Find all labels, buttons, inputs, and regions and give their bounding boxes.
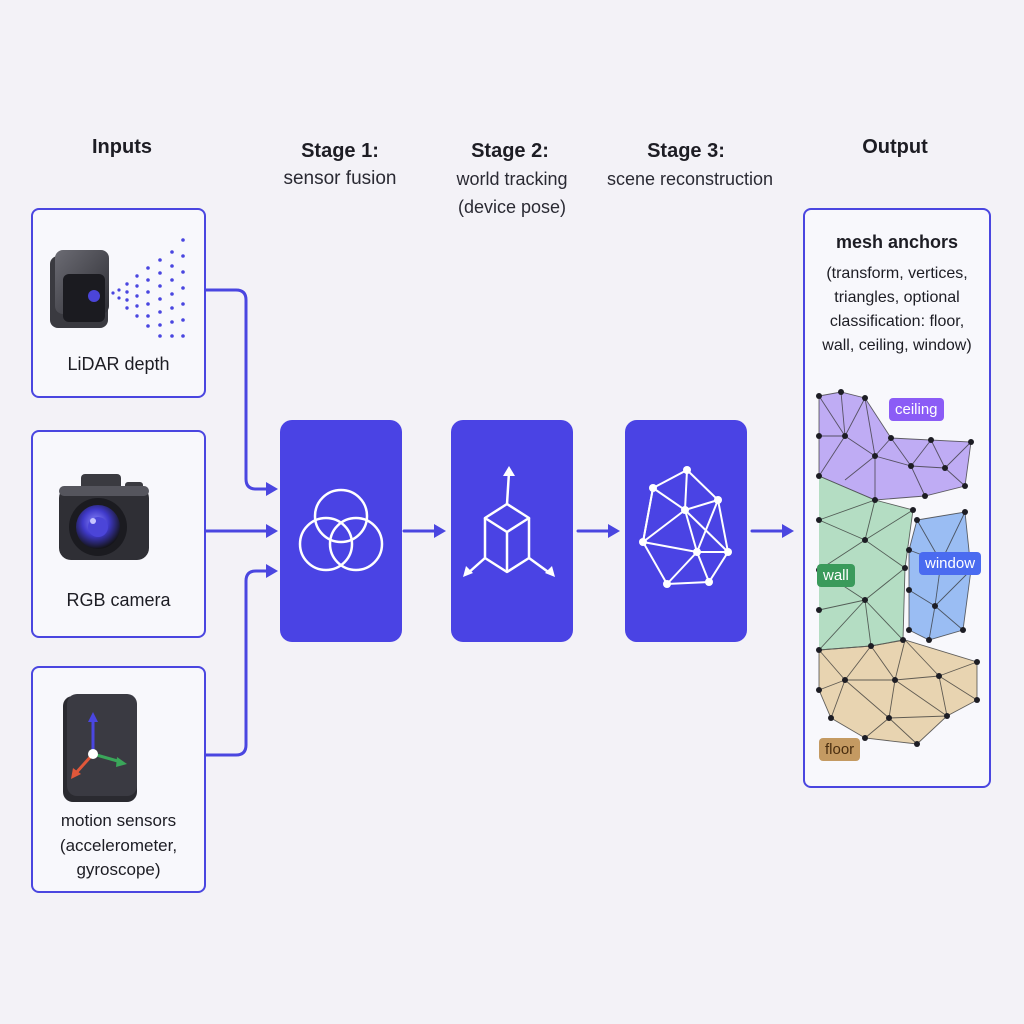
floor-tag: floor (819, 738, 861, 761)
stage3-header: Stage 3: (647, 140, 725, 162)
motion-sensors-label-line1: motion sensors (60, 811, 177, 830)
cube-axes-icon (463, 466, 555, 577)
output-desc-line2: triangles, optional (834, 289, 960, 306)
stage3-scene-reconstruction-box (625, 420, 747, 642)
stage2-subtitle: world tracking (456, 169, 568, 189)
stage3-subtitle: scene reconstruction (606, 169, 774, 189)
stage1-sensor-fusion-box (280, 420, 402, 642)
mesh-polygon-icon (639, 466, 732, 588)
inputs-header: Inputs (92, 136, 152, 158)
motion-sensors-input-card: motion sensors (accelerometer, gyroscope… (31, 666, 206, 893)
rgb-camera-label: RGB camera (66, 590, 171, 610)
output-desc-line3: classification: floor, (829, 313, 965, 330)
stage2-header: Stage 2: (471, 140, 549, 162)
stage1-header: Stage 1: (301, 140, 379, 162)
motion-sensors-label-line3: gyroscope) (76, 860, 161, 879)
output-description: (transform, vertices, triangles, optiona… (817, 262, 977, 358)
motion-sensors-label-line2: (accelerometer, (59, 836, 178, 855)
mesh-illustration (816, 389, 980, 747)
lidar-connector (204, 288, 272, 491)
venn-circles-icon (298, 488, 384, 572)
stage2-world-tracking-box (451, 420, 573, 642)
output-mesh-anchors-card: mesh anchors (transform, vertices, trian… (803, 208, 991, 788)
stage2-subtitle-2: (device pose) (457, 197, 567, 217)
output-title: mesh anchors (835, 232, 959, 252)
ceiling-tag: ceiling (889, 398, 944, 421)
stage1-subtitle: sensor fusion (283, 168, 397, 189)
output-desc-line1: (transform, vertices, (826, 265, 968, 282)
motion-axes-icon (63, 694, 137, 802)
camera-icon (59, 474, 149, 560)
output-header: Output (862, 136, 928, 158)
output-desc-line4: wall, ceiling, window) (822, 337, 972, 354)
wall-tag: wall (817, 564, 855, 587)
lidar-label: LiDAR depth (67, 354, 170, 374)
rgb-camera-input-card: RGB camera (31, 430, 206, 638)
lidar-sensor-icon (50, 238, 185, 338)
lidar-input-card: LiDAR depth (31, 208, 206, 398)
window-tag: window (919, 552, 982, 575)
motion-connector (204, 569, 272, 757)
